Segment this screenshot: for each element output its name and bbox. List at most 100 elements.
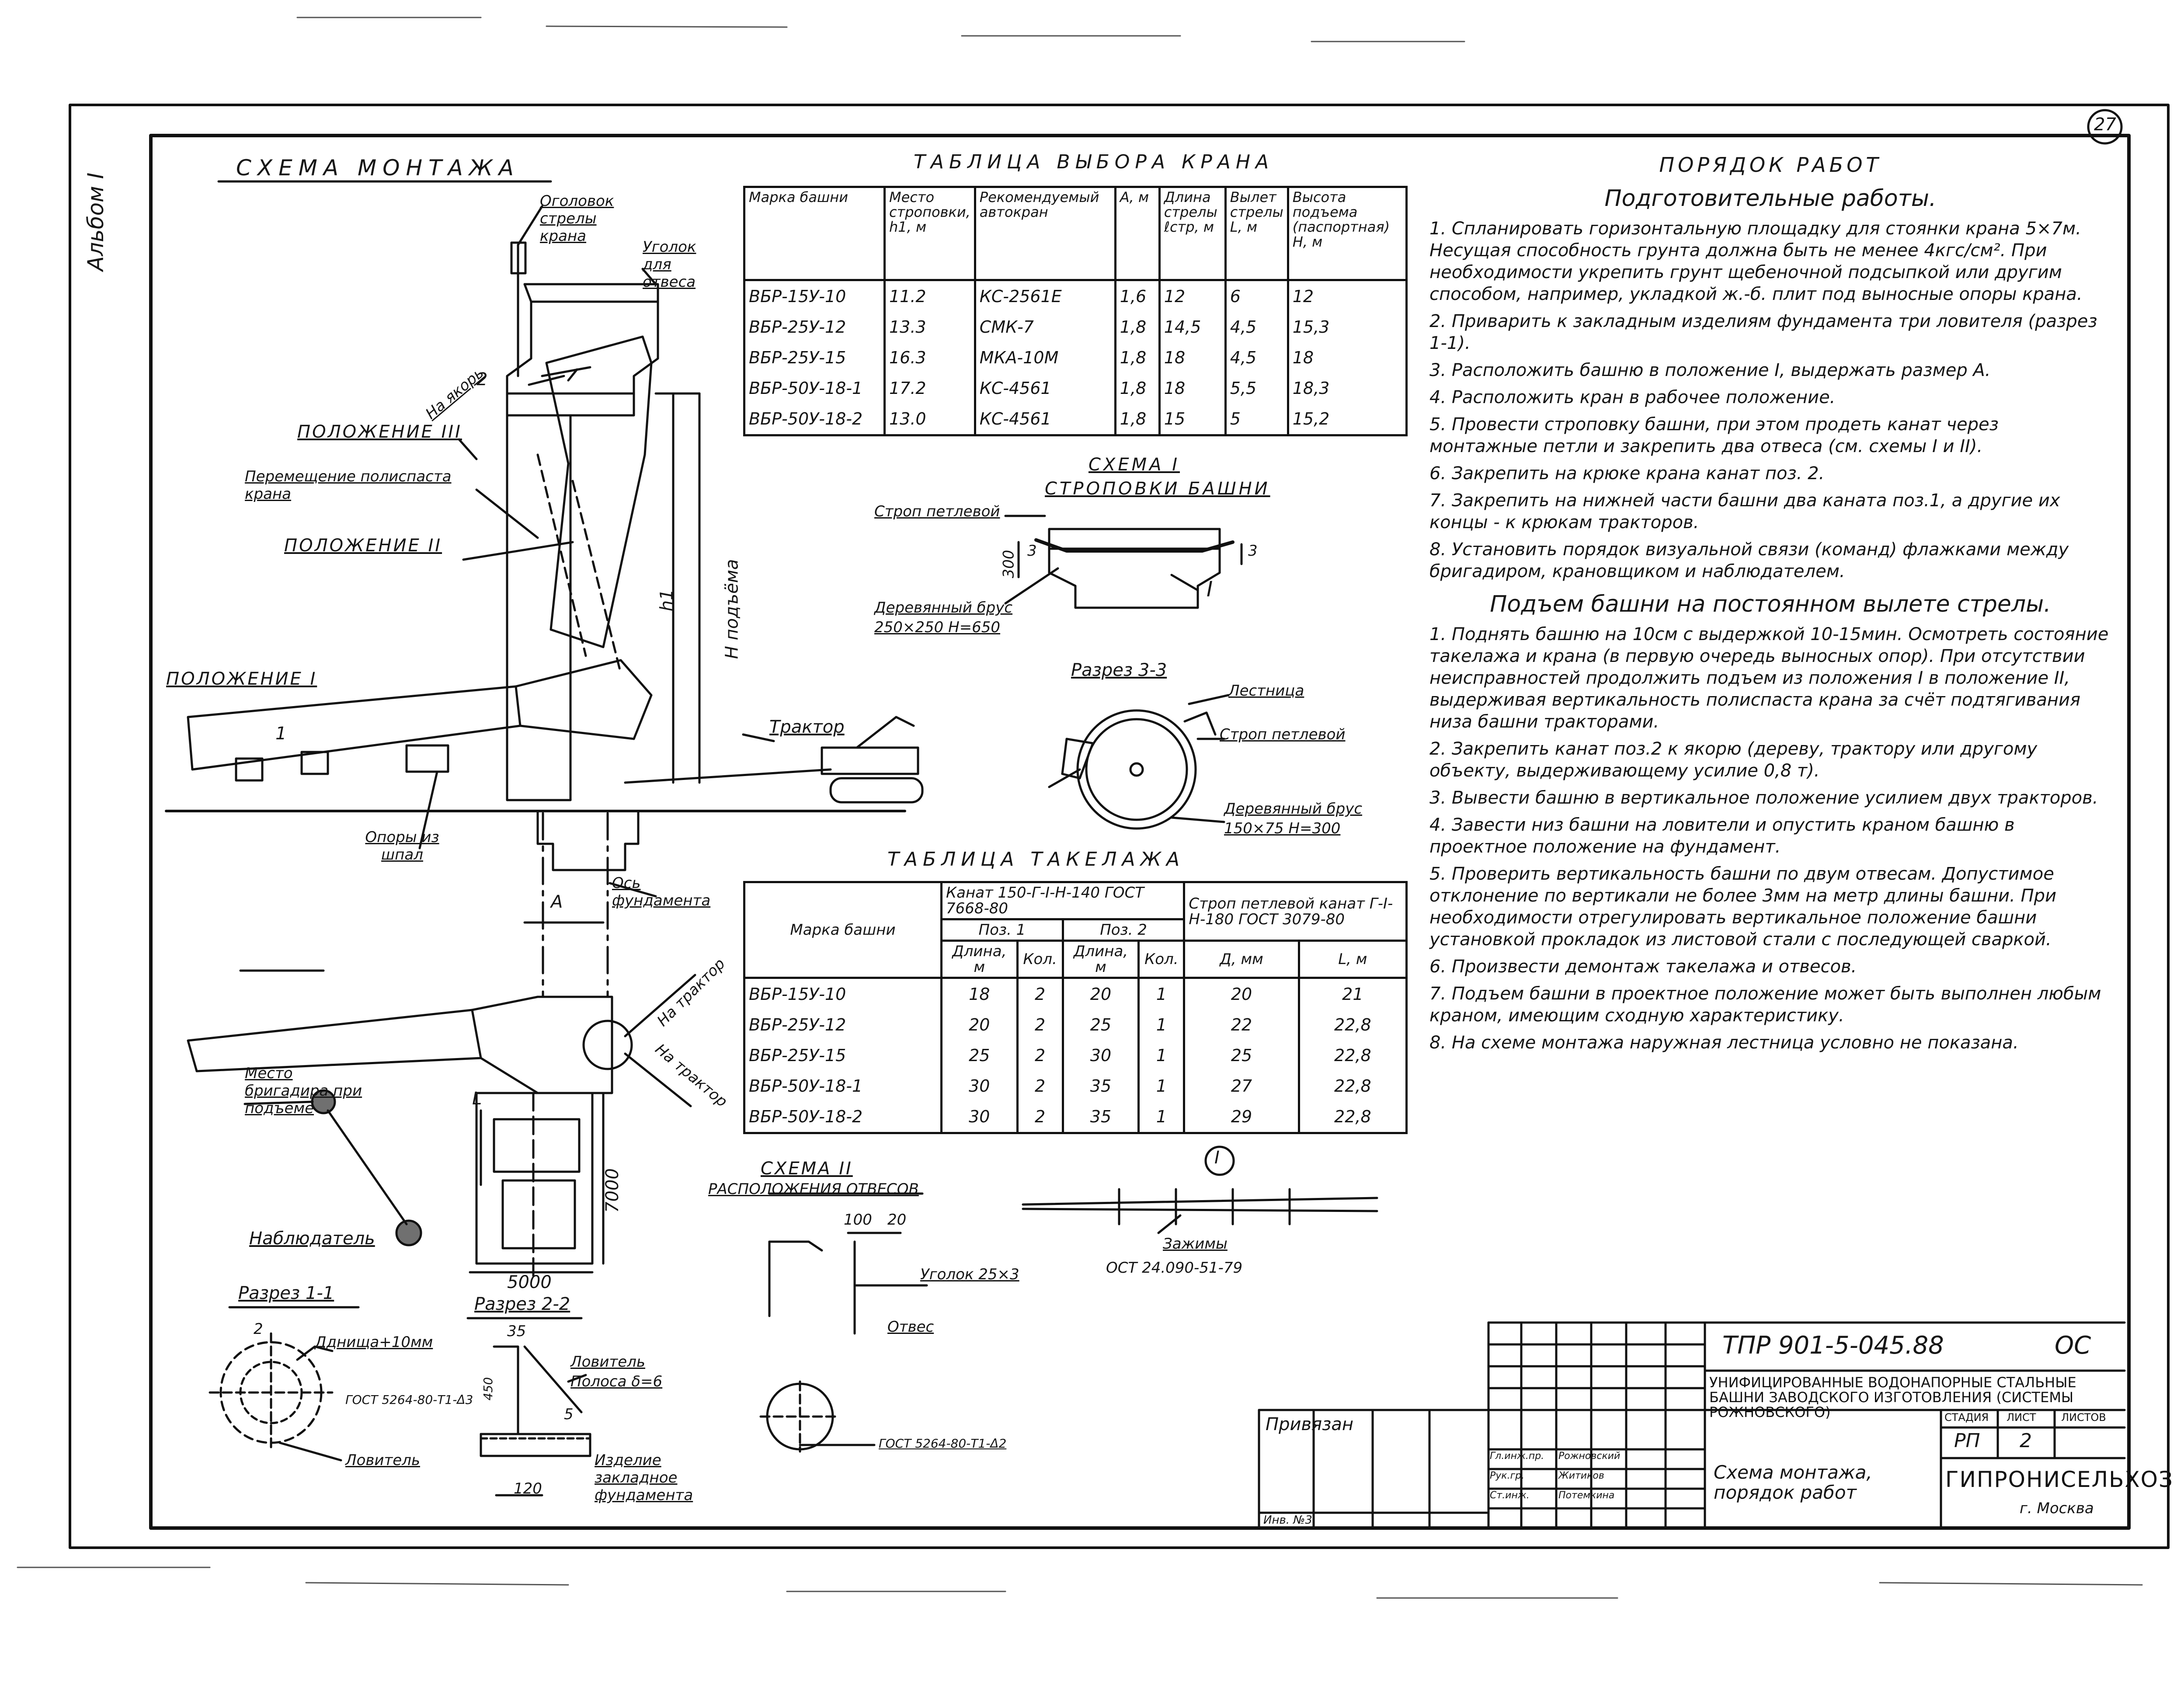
scheme-title: СХЕМА МОНТАЖА bbox=[236, 155, 520, 181]
label-hoist-pulley: Перемещение полиспаста крана bbox=[245, 468, 452, 503]
rig-header-row-2: Поз. 1 Поз. 2 bbox=[744, 918, 1407, 942]
section33-title: Разрез 3-3 bbox=[1071, 660, 1167, 680]
label-dim-a: А bbox=[551, 892, 563, 912]
tb-city: г. Москва bbox=[2020, 1500, 2094, 1517]
section-1-1 bbox=[209, 1306, 360, 1462]
tower-position-2 bbox=[545, 335, 653, 648]
works-lift-item: 4. Завести низ башни на ловители и опуст… bbox=[1429, 815, 2015, 857]
tb-stage: РП bbox=[1954, 1430, 1980, 1452]
rigging-table: Марка башни Канат 150-Г-I-Н-140 ГОСТ 766… bbox=[743, 881, 1408, 1134]
inner-frame bbox=[149, 134, 2131, 1530]
title-block-grid bbox=[1258, 1321, 2126, 1529]
sheet-number: 27 bbox=[2094, 115, 2116, 135]
section11-title: Разрез 1-1 bbox=[238, 1283, 334, 1303]
label-observer: Наблюдатель bbox=[249, 1229, 375, 1249]
crane-col-tower: Марка башни bbox=[743, 186, 886, 281]
schema2-angle: Уголок 25×3 bbox=[920, 1266, 1019, 1283]
label-position-2: ПОЛОЖЕНИЕ II bbox=[284, 536, 442, 556]
section22-embed: Изделие закладное фундамента bbox=[595, 1452, 693, 1504]
schema2-gost: ГОСТ 5264-80-Т1-Δ2 bbox=[879, 1436, 1007, 1451]
tb-bound: Привязан bbox=[1266, 1414, 1354, 1434]
rig-table-title: ТАБЛИЦА ТАКЕЛАЖА bbox=[887, 848, 1185, 870]
works-title: ПОРЯДОК РАБОТ bbox=[1659, 153, 1882, 177]
works-prep-item: 5. Провести строповку башни, при этом пр… bbox=[1429, 414, 1999, 456]
section33-sling: Строп петлевой bbox=[1220, 726, 1346, 743]
rig-header-row-1: Марка башни Канат 150-Г-I-Н-140 ГОСТ 766… bbox=[743, 881, 1408, 979]
schema2-plumb: Отвес bbox=[887, 1318, 934, 1336]
plan-view bbox=[187, 969, 696, 1278]
tb-role: Рук.гр. bbox=[1490, 1470, 1525, 1481]
works-procedure: ПОРЯДОК РАБОТ Подготовительные работы. 1… bbox=[1429, 153, 2111, 1059]
rig-col-rope: Канат 150-Г-I-Н-140 ГОСТ 7668-80 bbox=[940, 881, 1186, 920]
label-pos-2-anchor: 2 bbox=[476, 369, 488, 390]
label-foreman-place: Место бригадира при подъеме bbox=[245, 1065, 362, 1117]
label-position-1: ПОЛОЖЕНИЕ I bbox=[166, 669, 317, 689]
detail1-clamps: Зажимы bbox=[1163, 1235, 1228, 1253]
works-lift-item: 7. Подъем башни в проектное положение мо… bbox=[1429, 984, 2101, 1026]
label-h1: h1 bbox=[657, 589, 677, 612]
section22-catcher: Ловитель bbox=[570, 1353, 645, 1371]
schema2-dim-100: 100 bbox=[844, 1211, 872, 1229]
schema1-beam: Деревянный брус bbox=[874, 599, 1013, 616]
section11-gost: ГОСТ 5264-80-Т1-Δ3 bbox=[345, 1393, 473, 1407]
section22-dim-35: 35 bbox=[507, 1323, 526, 1340]
tb-name: Рожновский bbox=[1558, 1451, 1621, 1462]
rig-sub-d: Д, мм bbox=[1183, 940, 1300, 979]
tb-sheet-no: 2 bbox=[2020, 1430, 2032, 1452]
tower-foundation bbox=[536, 810, 640, 871]
works-prep-item: 7. Закрепить на нижней части башни два к… bbox=[1429, 491, 2060, 533]
schema2-subtitle: РАСПОЛОЖЕНИЯ ОТВЕСОВ bbox=[708, 1180, 919, 1198]
works-lift-title: Подъем башни на постоянном вылете стрелы… bbox=[1490, 591, 2051, 617]
works-lift-item: 5. Проверить вертикальность башни по дву… bbox=[1429, 864, 2057, 950]
rig-sub-qty2: Кол. bbox=[1137, 940, 1186, 979]
rig-col-pos1: Поз. 1 bbox=[940, 918, 1064, 942]
section-2-2 bbox=[466, 1317, 591, 1497]
label-position-3: ПОЛОЖЕНИЕ III bbox=[297, 422, 462, 442]
detail-clamps bbox=[1022, 1145, 1378, 1234]
works-prep-item: 3. Расположить башню в положение I, выде… bbox=[1429, 360, 1991, 380]
label-supports: Опоры из шпал bbox=[365, 829, 439, 863]
works-lift-item: 1. Поднять башню на 10см с выдержкой 10-… bbox=[1429, 624, 2109, 732]
crane-col-crane: Рекомендуемый автокран bbox=[974, 186, 1116, 281]
crane-table: Марка башни Место строповки, h1, м Реком… bbox=[743, 186, 1408, 436]
label-boom-head: Оголовок стрелы крана bbox=[540, 192, 614, 245]
rig-col-sling: Строп петлевой канат Г-I-Н-180 ГОСТ 3079… bbox=[1183, 881, 1408, 942]
works-prep-item: 4. Расположить кран в рабочее положение. bbox=[1429, 387, 1836, 407]
section-3-3 bbox=[1048, 694, 1230, 830]
plumb-scheme bbox=[759, 1192, 928, 1453]
crane-table-title: ТАБЛИЦА ВЫБОРА КРАНА bbox=[914, 151, 1274, 173]
schema2-dim-20: 20 bbox=[887, 1211, 907, 1229]
works-lift-item: 8. На схеме монтажа наружная лестница ус… bbox=[1429, 1033, 2019, 1053]
label-dim-7000: 7000 bbox=[602, 1168, 623, 1213]
schema1-beam-size: 250×250 Н=650 bbox=[874, 619, 1001, 636]
crane-col-h1: Место строповки, h1, м bbox=[883, 186, 976, 281]
rig-header-row-3: Длина, м Кол. Длина, м Кол. Д, мм L, м bbox=[744, 940, 1408, 979]
section11-dim-2: 2 bbox=[254, 1320, 263, 1338]
crane-col-height: Высота подъема (паспортная) Н, м bbox=[1287, 186, 1408, 281]
tb-sheet-header: ЛИСТ bbox=[2007, 1411, 2036, 1424]
tb-organization: ГИПРОНИСЕЛЬХОЗ bbox=[1945, 1467, 2174, 1492]
installation-scheme bbox=[165, 180, 924, 998]
works-prep-item: 8. Установить порядок визуальной связи (… bbox=[1429, 540, 2069, 581]
rig-sub-len2: Длина, м bbox=[1061, 940, 1140, 979]
slinging-scheme bbox=[1004, 515, 1243, 609]
tb-inventory: Инв. №3 bbox=[1263, 1514, 1312, 1527]
schema1-dim-3b: 3 bbox=[1248, 542, 1258, 560]
section22-dim-120: 120 bbox=[514, 1480, 542, 1497]
section22-dim-5: 5 bbox=[564, 1406, 574, 1423]
detail1-ost: ОСТ 24.090-51-79 bbox=[1106, 1259, 1243, 1277]
section22-strip: Полоса δ=6 bbox=[570, 1373, 663, 1390]
section33-ladder: Лестница bbox=[1228, 682, 1304, 700]
schema2-title: СХЕМА II bbox=[761, 1159, 853, 1179]
tractor bbox=[821, 746, 919, 775]
tb-sheets-header: ЛИСТОВ bbox=[2061, 1411, 2106, 1424]
